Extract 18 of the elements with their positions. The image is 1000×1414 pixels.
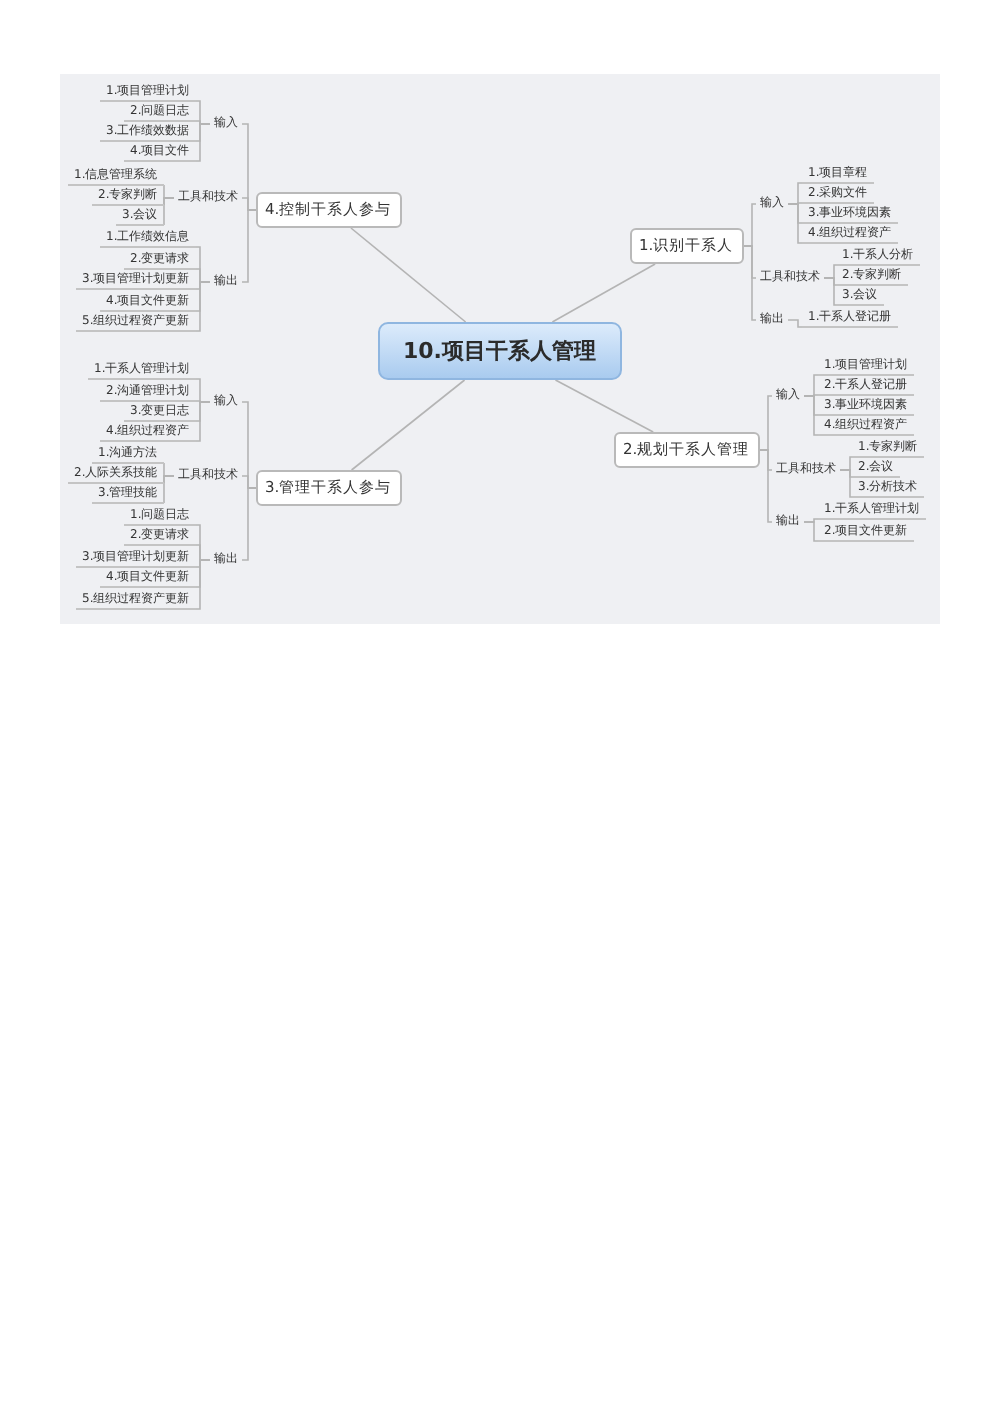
central-topic-box: 10.项目干系人管理 [377,321,622,379]
connector-line [195,281,211,332]
connector-line [195,559,211,610]
connector-line [787,203,803,244]
connector-line [554,379,654,433]
connector-line [803,521,819,542]
connector-line [823,277,837,306]
connector-line [163,475,175,504]
connector-line [759,449,773,523]
connector-line [195,123,211,162]
connector-line [195,401,211,442]
connector-line [839,469,853,498]
connector-line [350,227,467,323]
connector-line [350,379,466,471]
connector-line [163,197,175,226]
connector-line [551,263,656,323]
connector-line [787,319,803,328]
connector-line [803,395,819,436]
